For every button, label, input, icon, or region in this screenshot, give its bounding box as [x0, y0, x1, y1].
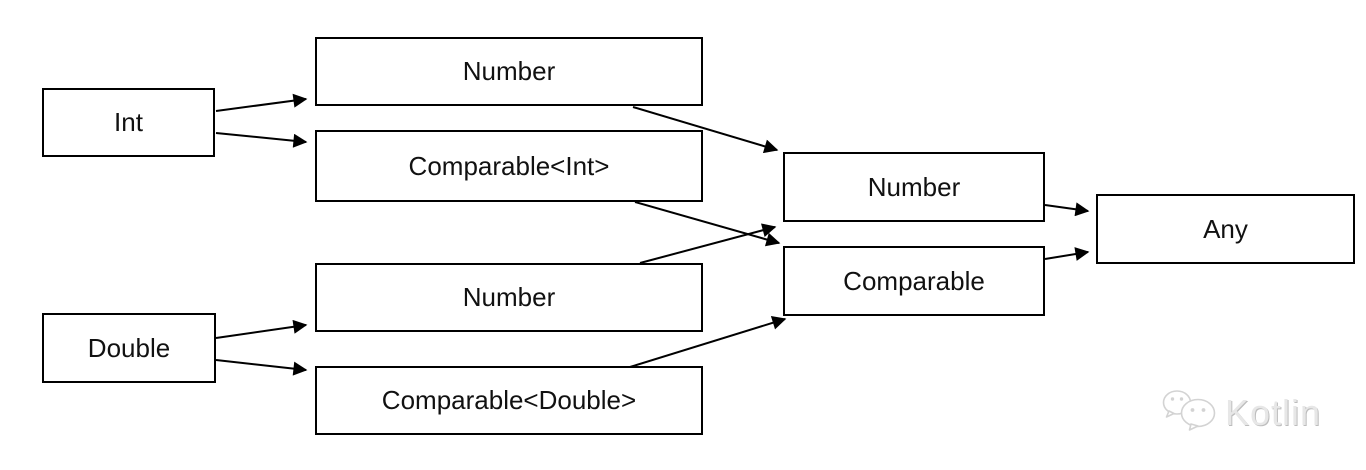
arrow-comparable-common-to-any — [1044, 247, 1090, 261]
arrow-comparable-int-to-comparable-common — [634, 201, 781, 247]
node-comparable-int: Comparable<Int> — [315, 130, 703, 202]
node-comparable-int-label: Comparable<Int> — [408, 150, 610, 181]
arrow-double-to-comparable-double — [215, 359, 308, 376]
node-int-label: Int — [114, 107, 143, 137]
node-comparable-double-label: Comparable<Double> — [381, 385, 637, 415]
node-comparable-common-label: Comparable — [843, 265, 985, 296]
node-number-common: Number — [783, 152, 1045, 222]
node-any-label: Any — [1203, 213, 1248, 244]
node-int: Int — [42, 88, 215, 157]
node-any: Any — [1096, 194, 1355, 264]
node-number-of-int-label: Number — [462, 56, 556, 86]
node-number-of-int: Number — [315, 37, 703, 106]
wechat-icon — [1160, 389, 1220, 436]
arrow-int-to-number — [215, 93, 308, 112]
arrow-number-of-int-to-number-common — [632, 106, 779, 154]
arrow-double-to-number — [215, 319, 308, 339]
arrow-comparable-double-to-comparable-common — [629, 316, 787, 368]
arrow-int-to-comparable-int — [215, 132, 308, 148]
arrow-number-common-to-any — [1044, 202, 1090, 217]
arrow-number-of-double-to-number-common — [639, 223, 777, 264]
node-comparable-common: Comparable — [783, 246, 1045, 316]
node-number-of-double: Number — [315, 263, 703, 332]
node-number-common-label: Number — [867, 171, 961, 202]
watermark-label: Kotlin — [1225, 391, 1322, 433]
node-comparable-double: Comparable<Double> — [315, 366, 703, 435]
node-double: Double — [42, 313, 216, 383]
watermark: Kotlin — [1160, 389, 1321, 436]
node-double-label: Double — [87, 332, 171, 363]
node-number-of-double-label: Number — [462, 282, 556, 312]
